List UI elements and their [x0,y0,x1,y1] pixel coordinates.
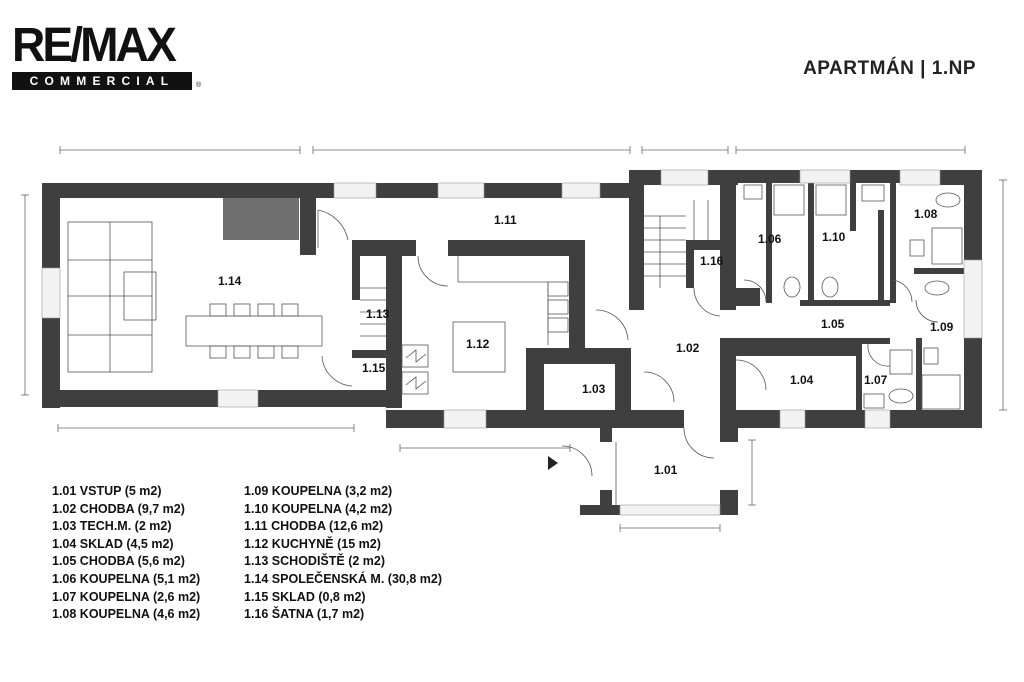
room-label-1-02: 1.02 [676,341,700,355]
legend-item: 1.10 KOUPELNA (4,2 m2) [244,501,393,516]
room-label-1-08: 1.08 [914,207,938,221]
room-label-1-09: 1.09 [930,320,954,334]
windows [41,169,983,516]
legend-item: 1.08 KOUPELNA (4,6 m2) [52,607,201,622]
room-legend-right: 1.09 KOUPELNA (3,2 m2) 1.10 KOUPELNA (4,… [244,483,442,624]
room-legend-left: 1.01 VSTUP (5 m2) 1.02 CHODBA (9,7 m2) 1… [52,483,200,624]
legend-item: 1.11 CHODBA (12,6 m2) [244,519,384,534]
legend-item: 1.15 SKLAD (0,8 m2) [244,589,366,604]
room-label-1-13: 1.13 [366,307,390,321]
walls [42,170,982,515]
room-label-1-14: 1.14 [218,274,242,288]
legend-item: 1.04 SKLAD (4,5 m2) [52,536,174,551]
legend-item: 1.03 TECH.M. (2 m2) [52,519,172,534]
room-label-1-10: 1.10 [822,230,846,244]
logo-wordmark: RE/MAX [12,19,177,72]
legend-item: 1.12 KUCHYNĚ (15 m2) [244,536,381,551]
legend-item: 1.05 CHODBA (5,6 m2) [52,554,185,569]
dimension-lines [21,146,1007,532]
legend-item: 1.06 KOUPELNA (5,1 m2) [52,571,201,586]
room-label-1-06: 1.06 [758,232,782,246]
fixtures [67,184,963,505]
logo-registered-mark: ® [196,82,202,89]
room-label-1-15: 1.15 [362,361,386,375]
room-label-1-12: 1.12 [466,337,490,351]
legend-item: 1.13 SCHODIŠTĚ (2 m2) [244,554,386,569]
legend-item: 1.16 ŠATNA (1,7 m2) [244,607,365,622]
legend-item: 1.01 VSTUP (5 m2) [52,484,162,498]
legend-item: 1.02 CHODBA (9,7 m2) [52,501,185,516]
room-label-1-16: 1.16 [700,254,724,268]
remax-commercial-logo: RE/MAX COMMERCIAL ® [12,20,202,96]
room-label-1-01: 1.01 [654,463,678,477]
legend-item: 1.09 KOUPELNA (3,2 m2) [244,484,393,498]
legend-item: 1.07 KOUPELNA (2,6 m2) [52,589,201,604]
entrance-arrow-icon [548,456,558,470]
legend-item: 1.14 SPOLEČENSKÁ M. (30,8 m2) [244,571,442,586]
room-label-1-05: 1.05 [821,317,845,331]
page-title: APARTMÁN | 1.NP [803,58,976,79]
room-label-1-07: 1.07 [864,373,888,387]
room-label-1-11: 1.11 [494,213,517,227]
logo-subtitle: COMMERCIAL [29,74,175,88]
room-label-1-03: 1.03 [582,382,606,396]
logo-bar [12,72,192,90]
room-label-1-04: 1.04 [790,373,814,387]
